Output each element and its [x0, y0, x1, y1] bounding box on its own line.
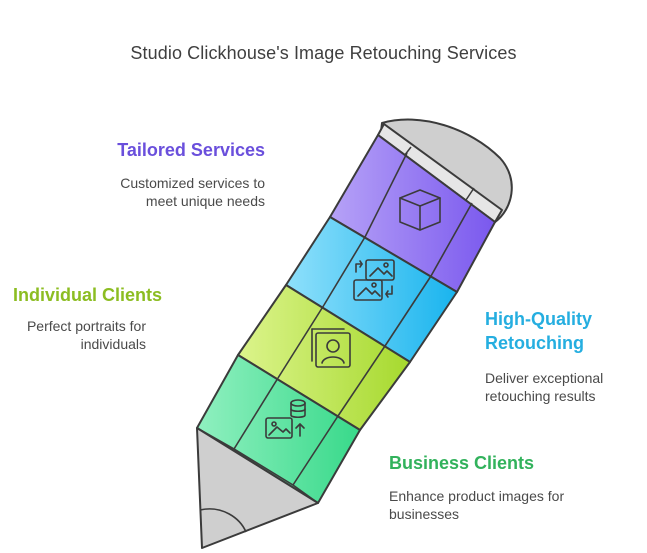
pencil-tip — [196, 427, 319, 549]
heading-tailored-services: Tailored Services — [117, 140, 265, 160]
desc-tailored-line1: Customized services to — [120, 175, 265, 191]
image-swap-icon — [353, 259, 395, 301]
diagram-title: Studio Clickhouse's Image Retouching Ser… — [130, 43, 517, 63]
heading-business-clients: Business Clients — [389, 453, 535, 473]
desc-business-line2: businesses — [389, 506, 460, 522]
desc-tailored-line2: meet unique needs — [145, 193, 265, 209]
heading-high-quality-line2: Retouching — [485, 333, 584, 353]
label-business-clients: Business Clients Enhance product images … — [389, 451, 609, 523]
label-individual-clients: Individual Clients Perfect portraits for… — [13, 283, 193, 353]
database-image-icon — [265, 399, 306, 439]
desc-high-quality: Deliver exceptional retouching results — [485, 369, 635, 405]
portrait-icon — [311, 328, 351, 368]
box-icon — [399, 189, 441, 231]
desc-business-line1: Enhance product images for — [389, 488, 565, 504]
heading-high-quality-line1: High-Quality — [485, 309, 592, 329]
desc-individual-clients: Perfect portraits for individuals — [13, 317, 146, 353]
desc-high-quality-line2: retouching results — [485, 388, 596, 404]
desc-individual-line2: individuals — [80, 336, 146, 352]
label-high-quality-retouching: High-Quality Retouching Deliver exceptio… — [485, 307, 635, 405]
desc-business-clients: Enhance product images for businesses — [389, 487, 609, 523]
heading-individual-clients: Individual Clients — [13, 285, 163, 305]
label-tailored-services: Tailored Services Customized services to… — [60, 138, 265, 210]
desc-high-quality-line1: Deliver exceptional — [485, 370, 604, 386]
desc-tailored-services: Customized services to meet unique needs — [60, 174, 265, 210]
desc-individual-line1: Perfect portraits for — [26, 318, 146, 334]
